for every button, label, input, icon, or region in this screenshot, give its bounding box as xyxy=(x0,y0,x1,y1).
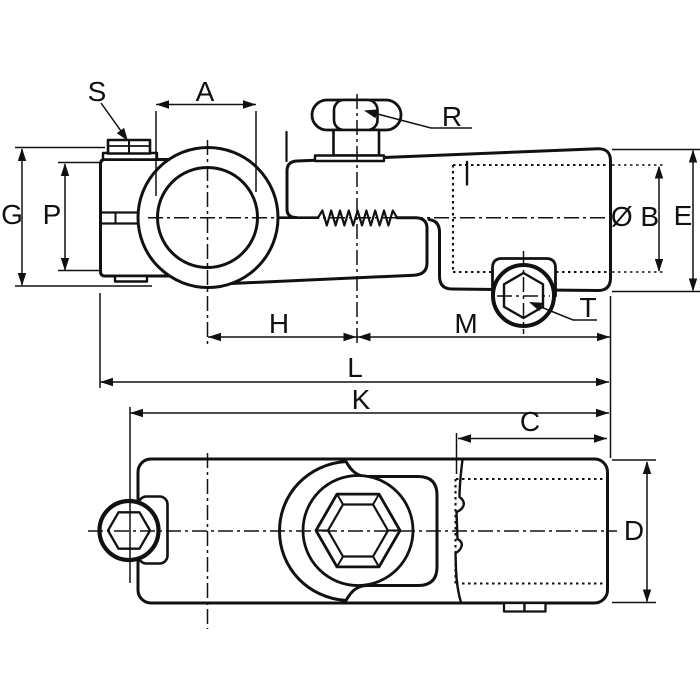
upper-body-outline xyxy=(285,147,612,292)
label-a: A xyxy=(196,76,215,107)
label-m: M xyxy=(454,308,477,339)
label-d: D xyxy=(624,515,644,546)
label-s: S xyxy=(88,76,107,107)
leader-r xyxy=(365,110,472,129)
label-diameter-b: Ø B xyxy=(611,201,659,232)
label-t: T xyxy=(579,292,596,323)
bottom-tab-left xyxy=(502,601,526,613)
label-r: R xyxy=(442,101,462,132)
dimension-labels: S A R G P Ø B E H M L K C D T xyxy=(1,76,692,546)
clamp-bottom-tab xyxy=(113,274,149,283)
label-l: L xyxy=(347,352,363,383)
bottom-tab-right xyxy=(523,601,547,613)
label-e: E xyxy=(674,200,693,231)
dimension-lines xyxy=(15,100,700,604)
arrowheads xyxy=(17,100,698,603)
leader-t xyxy=(530,302,597,321)
label-k: K xyxy=(352,384,371,415)
top-view xyxy=(97,457,609,613)
label-h: H xyxy=(269,308,289,339)
label-c: C xyxy=(520,406,540,437)
label-p: P xyxy=(43,199,62,230)
lower-arm-outline xyxy=(230,216,429,285)
side-view xyxy=(99,98,612,328)
knob-base-plate xyxy=(313,154,386,163)
label-g: G xyxy=(1,199,23,230)
hidden-lines xyxy=(451,163,666,585)
centerlines xyxy=(88,94,617,629)
